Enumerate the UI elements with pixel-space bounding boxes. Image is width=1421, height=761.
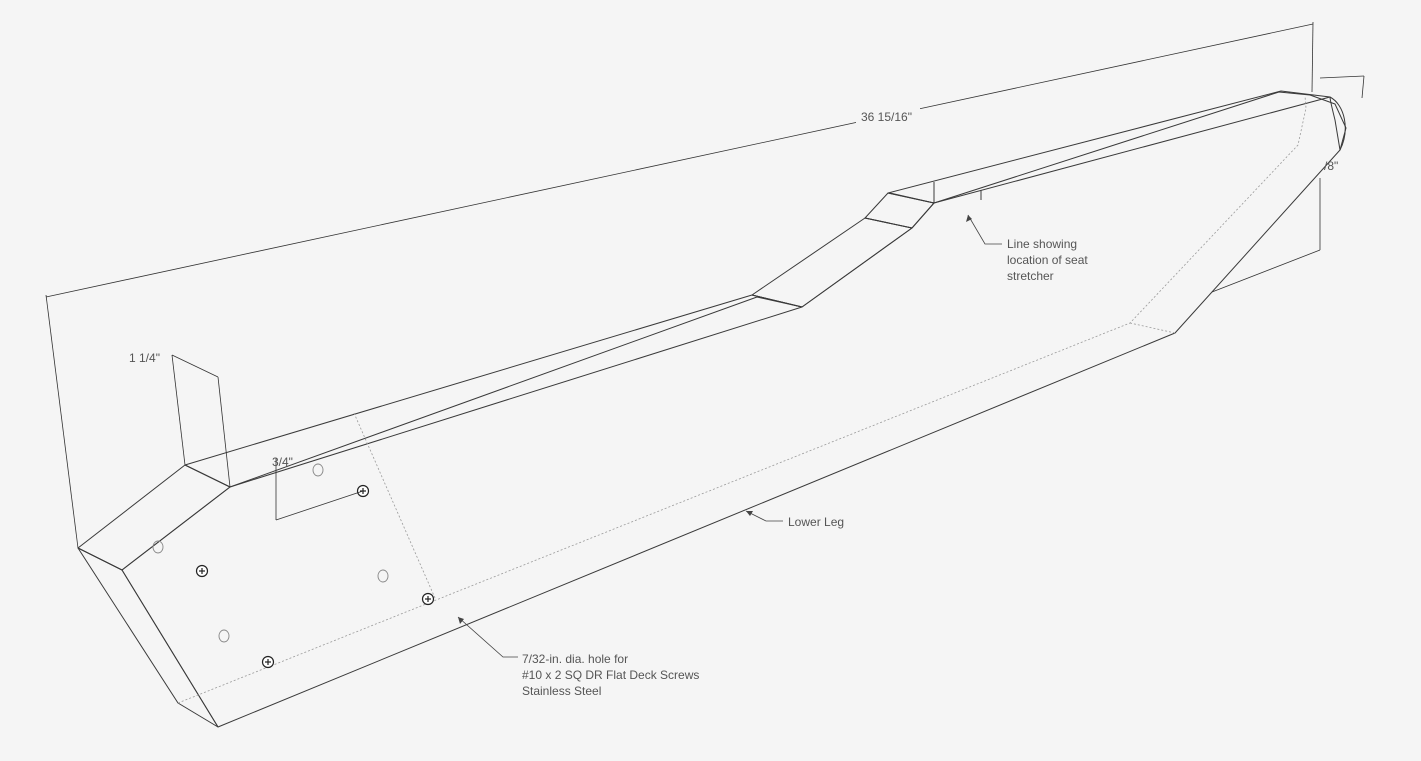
hole-note-line-1: 7/32-in. dia. hole for (522, 652, 628, 666)
face-division-lines (751, 182, 982, 308)
dimension-label-overall-length: 36 15/16" (861, 110, 912, 124)
left-bevel-face (77, 464, 231, 571)
dimension-partial-height: /8" (1211, 75, 1365, 293)
hidden-edges (177, 95, 1307, 704)
front-face (121, 91, 1347, 728)
hole-note-line-2: #10 x 2 SQ DR Flat Deck Screws (522, 668, 699, 682)
screw-icon (261, 655, 275, 669)
pilot-hole-icon (218, 629, 230, 643)
dimension-label-end-width: 1 1/4" (129, 351, 160, 365)
pilot-hole-icon (377, 569, 389, 583)
hole-note-line-3: Stainless Steel (522, 684, 601, 698)
part-name-label: Lower Leg (788, 515, 844, 529)
dimension-end-width: 1 1/4" (126, 349, 231, 488)
dimension-hole-offset: 3/4" (272, 455, 364, 521)
dimension-label-hole-offset: 3/4" (272, 455, 293, 469)
callout-hole-note: 7/32-in. dia. hole for #10 x 2 SQ DR Fla… (457, 616, 699, 698)
screw-icon (421, 592, 435, 606)
callout-seat-line-2: location of seat (1007, 253, 1088, 267)
left-end-face (77, 547, 219, 728)
pilot-hole-icon (312, 463, 324, 477)
callout-seat-line-1: Line showing (1007, 237, 1077, 251)
rounded-end (1329, 96, 1346, 151)
screw-icon (195, 564, 209, 578)
slope-face (751, 217, 913, 308)
screw-holes (152, 463, 435, 669)
lower-leg-board (77, 90, 1347, 728)
callout-seat-stretcher: Line showing location of seat stretcher (966, 214, 1088, 283)
callout-seat-line-3: stretcher (1007, 269, 1054, 283)
seat-bevel-face (864, 192, 935, 229)
pilot-hole-icon (152, 540, 164, 554)
callout-part-name: Lower Leg (745, 510, 844, 529)
dimension-overall-length: 36 15/16" (45, 21, 1314, 549)
dimension-label-partial-height: /8" (1324, 159, 1338, 173)
